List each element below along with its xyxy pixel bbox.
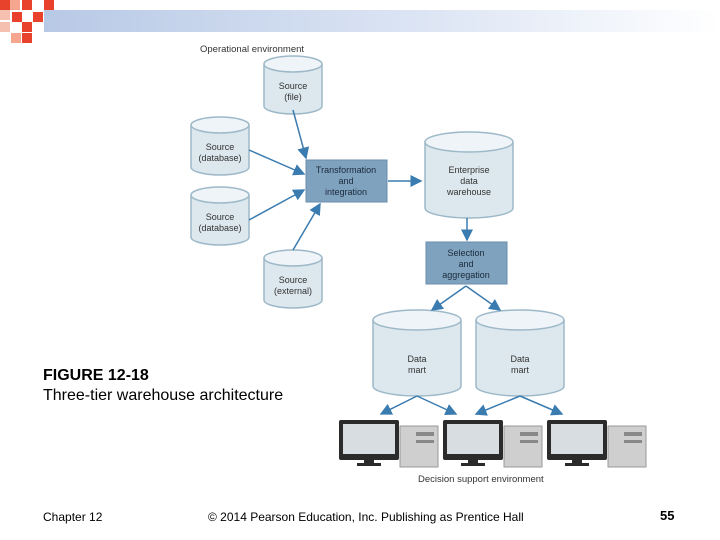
source-external-subtitle: (external): [274, 286, 312, 296]
header-pixel: [33, 12, 43, 22]
data-mart-2-cylinder: Data mart: [475, 309, 565, 397]
transformation-line-3: integration: [325, 187, 367, 197]
source-database-2-title: Source: [206, 212, 235, 222]
selection-line-2: and: [458, 259, 473, 269]
enterprise-warehouse-cylinder: Enterprise data warehouse: [424, 131, 514, 219]
header-pixel: [10, 0, 20, 10]
source-database-1-title: Source: [206, 142, 235, 152]
arrow-selection-to-mart1: [430, 285, 467, 311]
source-database-2-subtitle: (database): [198, 223, 241, 233]
data-mart-2-line-2: mart: [511, 365, 529, 375]
data-mart-1-cylinder: Data mart: [372, 309, 462, 397]
header-pixel: [12, 12, 22, 22]
computer-2: [443, 420, 543, 468]
transformation-integration-box: Transformation and integration: [305, 159, 388, 203]
flow-arrows: [248, 109, 564, 416]
source-database-1-subtitle: (database): [198, 153, 241, 163]
header-pixel: [22, 22, 32, 32]
arrow-mart1-to-pc1: [379, 395, 418, 415]
header-pixel: [0, 0, 10, 10]
transformation-line-2: and: [338, 176, 353, 186]
selection-line-1: Selection: [447, 248, 484, 258]
computer-3: [547, 420, 647, 468]
page-number: 55: [660, 508, 675, 523]
arrow-db1-to-transform: [248, 149, 306, 176]
figure-caption: FIGURE 12-18 Three-tier warehouse archit…: [43, 366, 343, 406]
figure-number: FIGURE 12-18: [43, 367, 149, 384]
arrow-mart2-to-pc2: [474, 395, 521, 416]
source-database-2-cylinder: Source (database): [190, 186, 250, 246]
header-pixel: [44, 0, 54, 10]
selection-aggregation-box: Selection and aggregation: [425, 241, 508, 285]
warehouse-line-2: data: [460, 176, 478, 186]
data-mart-2-line-1: Data: [510, 354, 529, 364]
arrow-db2-to-transform: [248, 189, 306, 221]
header-pixel: [22, 0, 32, 10]
arrow-file-to-transform: [292, 109, 310, 160]
warehouse-line-1: Enterprise: [448, 165, 489, 175]
selection-line-3: aggregation: [442, 270, 490, 280]
header-pixel: [11, 33, 21, 43]
operational-environment-label: Operational environment: [200, 44, 304, 55]
warehouse-line-3: warehouse: [446, 187, 491, 197]
header-pixel: [0, 22, 10, 32]
header-gradient-bar: [44, 10, 720, 32]
arrow-selection-to-mart2: [465, 285, 502, 311]
figure-title: Three-tier warehouse architecture: [43, 387, 284, 404]
header-pixel: [22, 33, 32, 43]
source-external-title: Source: [279, 275, 308, 285]
decision-support-label: Decision support environment: [418, 474, 544, 485]
footer-copyright: © 2014 Pearson Education, Inc. Publishin…: [208, 510, 524, 524]
source-file-subtitle: (file): [284, 92, 302, 102]
arrow-external-to-transform: [292, 202, 321, 251]
header-pixel: [0, 10, 10, 20]
data-mart-1-line-2: mart: [408, 365, 426, 375]
source-external-cylinder: Source (external): [263, 249, 323, 309]
footer-chapter: Chapter 12: [43, 510, 103, 524]
data-mart-1-line-1: Data: [407, 354, 426, 364]
arrow-mart2-to-pc3: [519, 395, 564, 416]
arrow-mart1-to-pc2: [416, 395, 458, 416]
source-file-cylinder: Source (file): [263, 55, 323, 115]
header-decoration: [0, 0, 720, 44]
source-database-1-cylinder: Source (database): [190, 116, 250, 176]
source-file-title: Source: [279, 81, 308, 91]
transformation-line-1: Transformation: [316, 165, 376, 175]
computer-1: [339, 420, 439, 468]
